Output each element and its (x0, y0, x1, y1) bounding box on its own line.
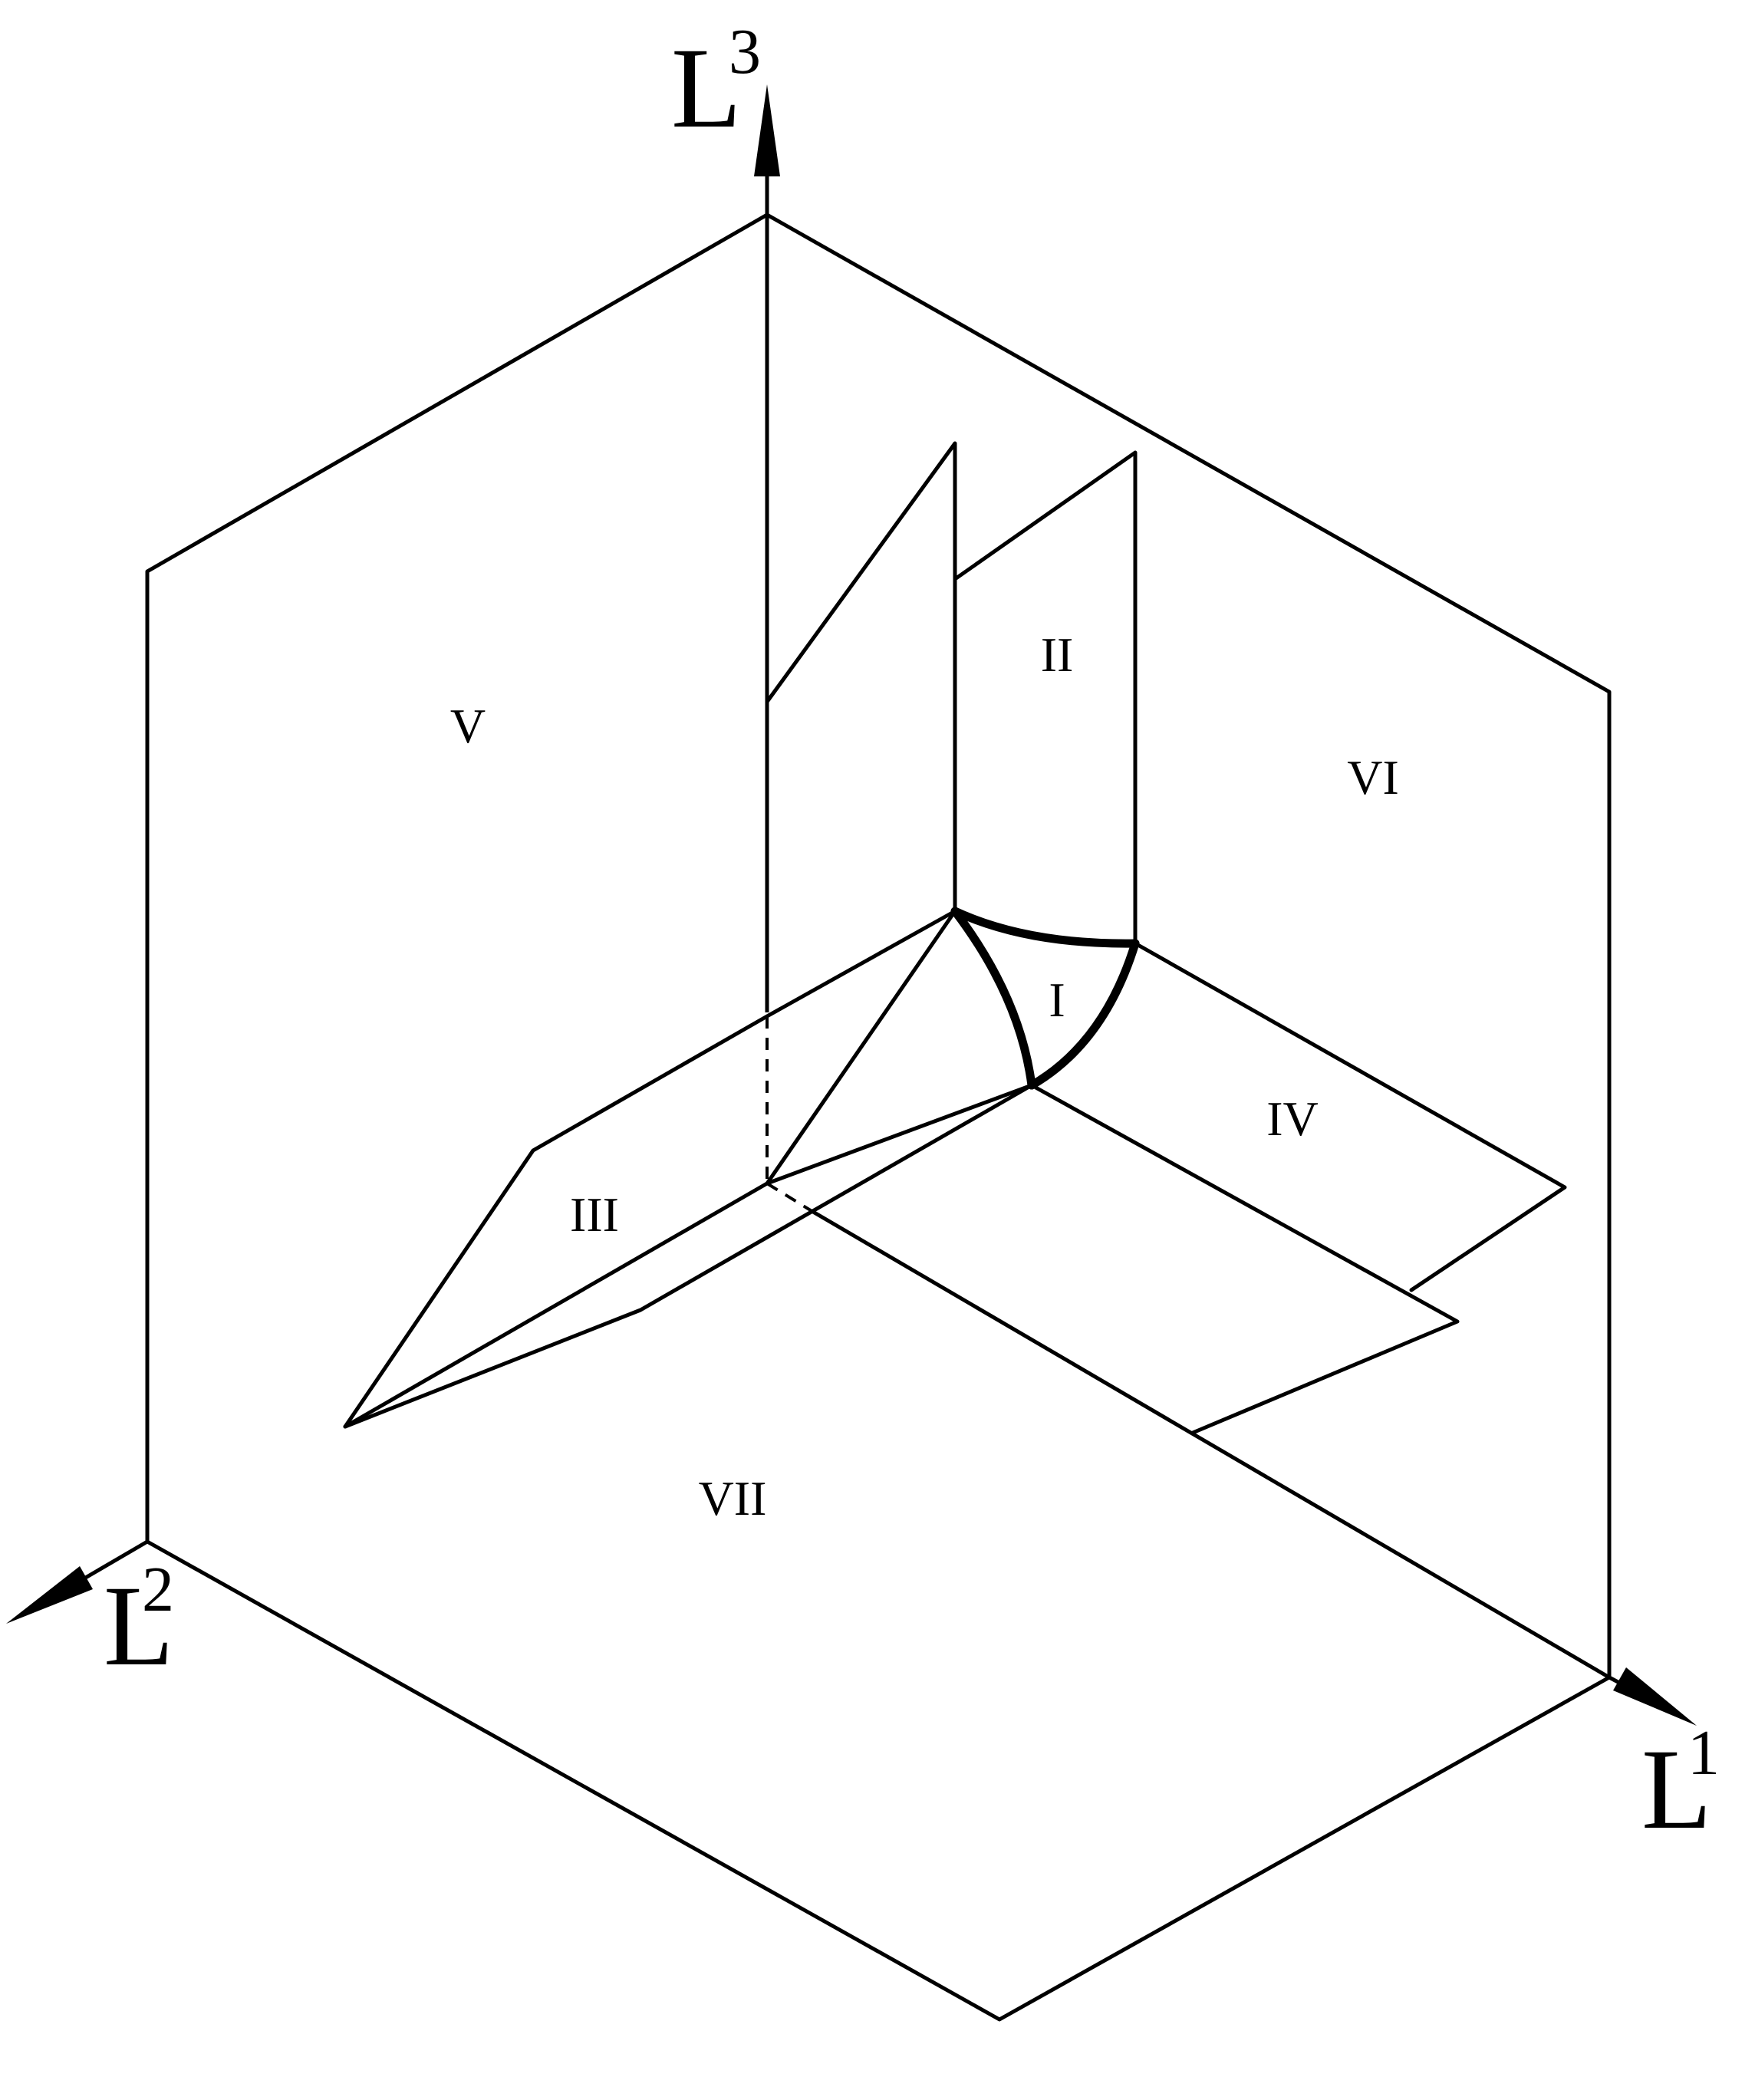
floor-diagonal-edge (811, 1210, 1612, 1680)
region-vii-shelf-edge (1029, 1083, 1460, 1435)
outer-box (145, 212, 1612, 2022)
diagonal-edge-b (765, 1083, 1034, 1186)
fin-left-edge (765, 441, 957, 913)
back-right-wall-edge (765, 212, 1612, 1680)
axis-label-l2-base: L (104, 1562, 174, 1690)
region-label-i: I (1049, 973, 1065, 1027)
axis-l3-arrowhead (754, 84, 780, 176)
hidden-floor-edge (766, 1182, 815, 1213)
region-label-iii: III (570, 1187, 619, 1242)
region-i-boundary-left (950, 907, 1036, 1090)
axis-l2 (6, 1539, 149, 1624)
region-label-vi: VI (1347, 750, 1399, 805)
region-label-iv: IV (1266, 1091, 1319, 1146)
region-label-vii: VII (699, 1471, 767, 1526)
axis-l1-arrowhead (1613, 1667, 1697, 1726)
region-labels: I II III IV V VI VII (450, 627, 1399, 1526)
region-label-v: V (450, 699, 486, 753)
axis-l2-arrowhead (6, 1566, 93, 1624)
floor-edge (145, 1539, 1612, 2022)
axis-label-l3-base: L (671, 25, 742, 152)
region-label-ii: II (1041, 627, 1074, 682)
back-left-wall-edge (145, 212, 769, 1544)
region-iii-upper-edge (343, 909, 957, 1429)
diagonal-edge-a (765, 909, 957, 1186)
region-iii-front-edge (343, 1181, 769, 1429)
axis-l3 (754, 84, 780, 1012)
region-i-boundary-top (950, 907, 1140, 948)
inner-structure (343, 441, 1612, 1680)
region-iv-edge (1133, 941, 1567, 1292)
axis-label-l2-superscript: 2 (142, 1554, 174, 1625)
region-i-boundary-right (1027, 939, 1140, 1090)
axis-l1 (1608, 1667, 1697, 1726)
axis-label-l2: L 2 (104, 1554, 174, 1690)
region-iii-lower-edge (343, 1083, 1034, 1429)
axis-label-l1-base: L (1641, 1726, 1712, 1853)
axis-label-l3: L 3 (671, 16, 761, 152)
axis-label-l1: L 1 (1641, 1717, 1720, 1853)
axis-label-l1-superscript: 1 (1688, 1717, 1720, 1789)
region-ii-panel-edge (953, 450, 1138, 946)
axis-label-l3-superscript: 3 (729, 16, 761, 87)
